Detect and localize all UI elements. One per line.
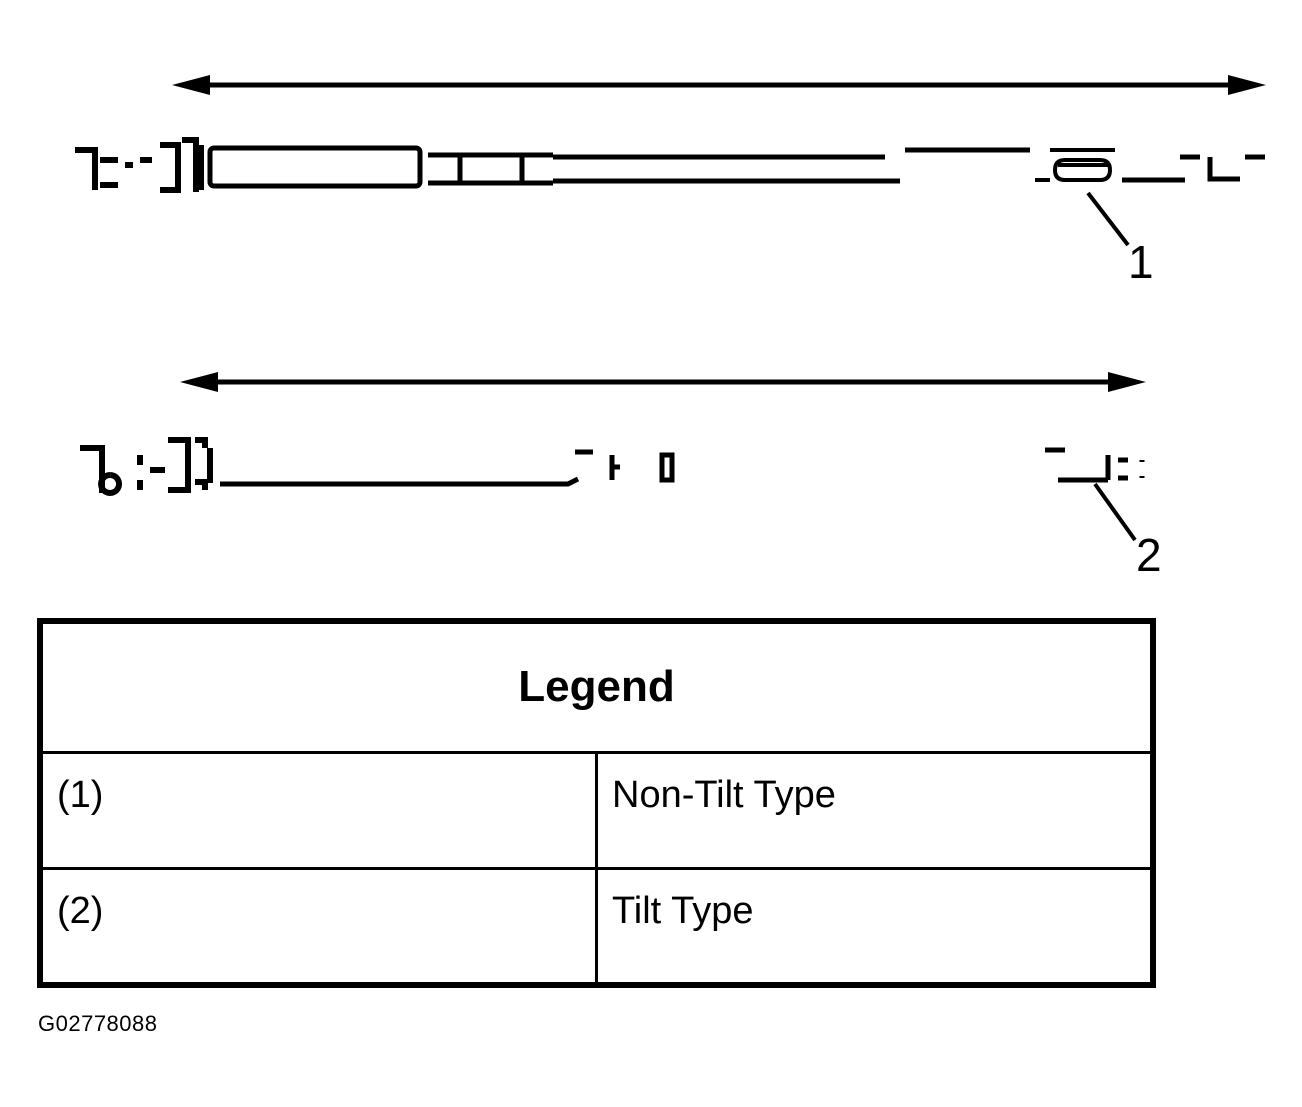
legend-row-1-number: (1) — [38, 750, 598, 871]
legend-table: Legend (1) Non-Tilt Type (2) Tilt Type — [37, 618, 1156, 988]
callout-1-leader — [1086, 191, 1130, 247]
non-tilt-arrowhead-left — [172, 75, 210, 95]
tilt-arrowhead-right — [1108, 372, 1146, 392]
tilt-arrowhead-left — [180, 372, 218, 392]
non-tilt-arrowhead-right — [1228, 75, 1266, 95]
steering-column-diagram: 1 2 — [75, 75, 1266, 581]
tilt-shaft — [80, 372, 1146, 542]
legend-row: (1) Non-Tilt Type — [38, 750, 1155, 871]
non-tilt-end-fitting — [75, 137, 199, 193]
non-tilt-outer-tube — [207, 145, 423, 189]
legend-header-row: Legend — [38, 619, 1155, 754]
legend-row-2-number: (2) — [38, 867, 598, 987]
non-tilt-shaft — [75, 75, 1266, 247]
legend-row: (2) Tilt Type — [38, 867, 1155, 987]
legend-title: Legend — [38, 619, 1155, 754]
callout-1: 1 — [1128, 236, 1154, 288]
tilt-shaft-body — [220, 476, 580, 487]
callout-2: 2 — [1136, 529, 1162, 581]
legend-row-2-description: Tilt Type — [595, 867, 1155, 987]
figure-id: G02778088 — [38, 1011, 158, 1036]
tilt-end-fitting — [80, 437, 213, 496]
callout-2-leader — [1093, 482, 1137, 542]
legend-row-1-description: Non-Tilt Type — [595, 750, 1155, 871]
